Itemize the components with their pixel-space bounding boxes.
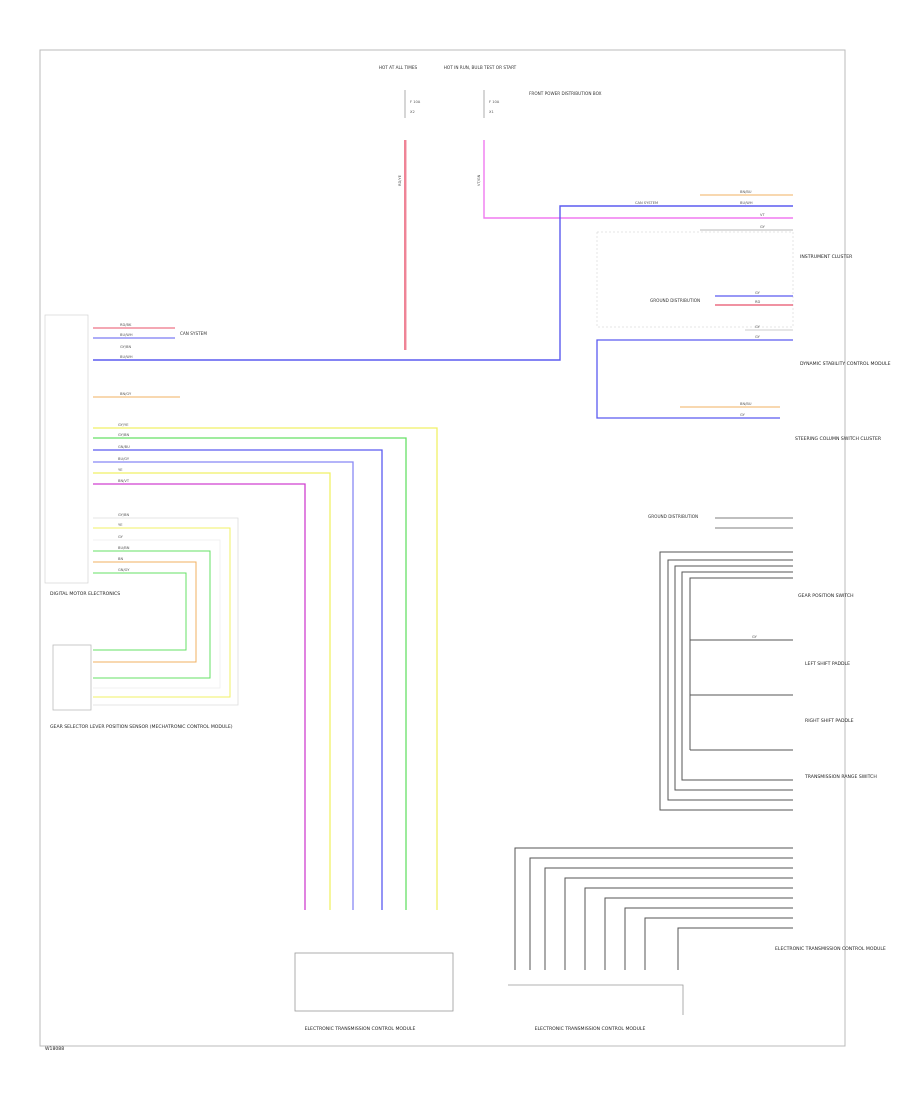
label-dme: DIGITAL MOTOR ELECTRONICS [50, 591, 120, 597]
wire-blue-2 [93, 461, 354, 910]
loop-wire-6 [93, 572, 187, 651]
top-right-wire-3: VT [760, 213, 765, 217]
dme-wire-3: GY/BN [120, 345, 131, 349]
label-instrument-cluster: INSTRUMENT CLUSTER [800, 254, 853, 260]
fuse-note: FRONT POWER DISTRIBUTION BOX [529, 91, 602, 96]
gear-wire-3: GY [118, 535, 124, 539]
dme-wire-9: BU/GY [118, 457, 130, 461]
wire-red-vertical: RD/YE [398, 140, 407, 350]
loop-wire-2 [93, 527, 231, 698]
gear-wire-4: BU/BN [118, 546, 130, 550]
splice-ground-lower: GROUND DISTRIBUTION [648, 514, 698, 519]
dashed-area [596, 231, 794, 328]
splice-ground-mid: GROUND DISTRIBUTION [650, 298, 700, 303]
document-id: W18088 [45, 1046, 64, 1052]
gear-wire-2: YE [118, 523, 123, 527]
gray-bundle-bottom: ELECTRONIC TRANSMISSION CONTROL MODULE [514, 847, 886, 970]
dme-wire-10: YE [118, 468, 123, 472]
loop-wire-3 [93, 539, 221, 689]
fuse-block-right: HOT IN RUN, BULB TEST OR START F 10A X1 … [444, 65, 602, 118]
label-shift-paddle-left: LEFT SHIFT PADDLE [805, 661, 850, 667]
lower-right-wire-1: BN/BU [740, 402, 752, 406]
label-steering-column: STEERING COLUMN SWITCH CLUSTER [795, 436, 882, 442]
wire-magenta [93, 483, 306, 910]
fuse-label-right: HOT IN RUN, BULB TEST OR START [444, 65, 517, 70]
label-gear-selector: GEAR SELECTOR LEVER POSITION SENSOR (MEC… [50, 724, 233, 730]
top-right-wire-4: GY [760, 225, 766, 229]
gear-wire-6: GN/GY [118, 568, 130, 572]
loop-wire-4 [93, 550, 211, 679]
dme-wire-7: GY/BN [118, 433, 129, 437]
wire-label-pink: VT/GN [477, 174, 481, 186]
dme-wire-1: RD/BK [120, 323, 132, 327]
wire-pink: VT/GN [477, 140, 793, 219]
fuse-block-left: HOT AT ALL TIMES F 10A X2 [379, 65, 421, 118]
wire-blue-loop [596, 339, 793, 419]
module-gear-selector: GEAR SELECTOR LEVER POSITION SENSOR (MEC… [50, 644, 233, 730]
gray-bundle-right: GROUND DISTRIBUTION GY GEAR POSITION SWI… [648, 514, 877, 811]
label-gear-position: GEAR POSITION SWITCH [798, 593, 854, 599]
label-mechatronic: ELECTRONIC TRANSMISSION CONTROL MODULE [535, 1026, 646, 1032]
label-mechatronic-right: ELECTRONIC TRANSMISSION CONTROL MODULE [775, 946, 886, 952]
can-label-top: CAN SYSTEM [635, 201, 658, 205]
connector-mid-right: GY RD GY GY GROUND DISTRIBUTION DYNAMIC … [650, 291, 891, 367]
splice-can-left: CAN SYSTEM [180, 331, 207, 336]
fuse-connector-right: X1 [489, 110, 494, 114]
wire-yellow-2 [93, 472, 331, 910]
label-dsc: DYNAMIC STABILITY CONTROL MODULE [800, 361, 891, 367]
mid-right-wire-4: GY [755, 335, 761, 339]
dme-wire-6: GY/YE [118, 423, 129, 427]
wire-yellow-1 [93, 427, 438, 910]
dme-wire-2: BU/WH [120, 333, 133, 337]
module-transmission-control: ELECTRONIC TRANSMISSION CONTROL MODULE [294, 952, 454, 1032]
top-right-wire-2: BU/WH [740, 201, 753, 205]
module-mechatronic: ELECTRONIC TRANSMISSION CONTROL MODULE [508, 984, 684, 1032]
module-dme: DIGITAL MOTOR ELECTRONICS [44, 314, 120, 597]
fuse-rating-right: F 10A [489, 100, 500, 104]
label-transmission-control: ELECTRONIC TRANSMISSION CONTROL MODULE [305, 1026, 416, 1032]
wire-label-red: RD/YE [398, 174, 402, 186]
fuse-connector-left: X2 [410, 110, 415, 114]
diagram-frame [39, 49, 846, 1047]
wire-green-1 [93, 437, 407, 910]
lower-right-wire-2: GY [740, 413, 746, 417]
wire-blue-1 [93, 449, 383, 910]
mid-right-wire-2: RD [755, 300, 760, 304]
bottom-right-wire: GY [752, 635, 758, 639]
loop-wire-1 [93, 517, 239, 706]
dme-wire-4: BU/WH [120, 355, 133, 359]
label-shift-paddle-right: RIGHT SHIFT PADDLE [805, 718, 854, 724]
gear-wire-5: BN [118, 557, 123, 561]
wire-blue-can [93, 205, 793, 361]
fuse-rating-left: F 10A [410, 100, 421, 104]
dme-wire-8: GN/BU [118, 445, 130, 449]
gear-wire-1: GY/BN [118, 513, 129, 517]
connector-top-right: BN/BU BU/WH VT GY INSTRUMENT CLUSTER [700, 190, 853, 260]
top-right-wire-1: BN/BU [740, 190, 752, 194]
loop-wire-5 [93, 561, 197, 663]
fuse-label-left: HOT AT ALL TIMES [379, 65, 418, 70]
mid-right-wire-3: GY [755, 325, 761, 329]
dme-wire-5: BN/GY [120, 392, 132, 396]
label-transmission-range: TRANSMISSION RANGE SWITCH [804, 774, 877, 780]
dme-wire-11: BN/VT [118, 479, 130, 483]
mid-right-wire-1: GY [755, 291, 761, 295]
